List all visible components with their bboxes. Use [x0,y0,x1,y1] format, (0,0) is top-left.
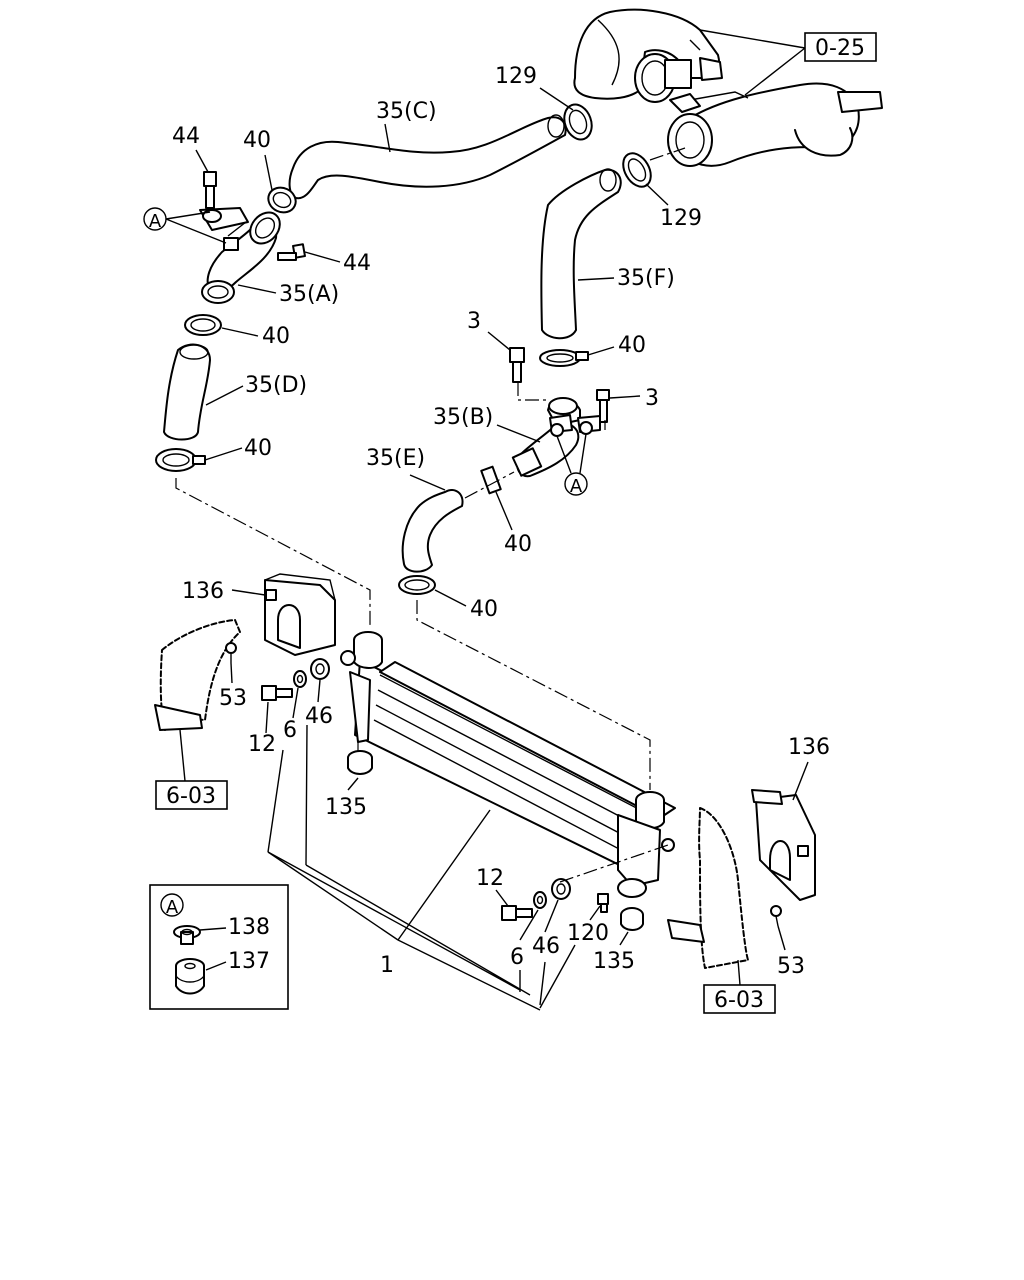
collar-46-left [310,658,330,680]
callout-35c: 35(C) [376,99,437,124]
callout-135-right: 135 [593,949,635,974]
mark-a-left-label: A [149,211,162,232]
hose-35f [540,168,622,340]
callout-40-mid-left: 40 [262,324,290,349]
hose-35d [163,343,211,441]
ref-box-body-left: 6-03 [155,780,228,810]
collar-46-right [551,878,571,900]
mark-a-right: A [564,472,588,497]
callout-6-right: 6 [510,945,524,970]
detail-a-box: A 138 137 [149,884,289,1010]
washer-138 [173,925,201,945]
callout-136-left: 136 [182,579,224,604]
shroud-left [154,619,241,731]
hose-clamp-129-upper [563,103,593,141]
callout-35d: 35(D) [245,373,307,398]
bolt-44-upper [203,171,217,210]
callout-138: 138 [228,915,270,940]
callout-53-right: 53 [777,954,805,979]
ref-box-body-right: 6-03 [703,984,776,1014]
hose-clamp-40-mid-right [539,349,589,367]
callout-6-left: 6 [283,718,297,743]
intake-pipe-upper [667,82,883,167]
callout-3-left: 3 [467,309,481,334]
callout-129-upper: 129 [495,64,537,89]
bolt-120 [597,893,609,913]
callout-44-side: 44 [343,251,371,276]
bracket-136-left [264,573,336,656]
callout-40-lower-right: 40 [470,597,498,622]
callout-46-left: 46 [305,704,333,729]
hose-clamp-40-lower-right [398,575,436,595]
bushing-137 [175,958,205,995]
callout-35e: 35(E) [366,446,425,471]
washer-6-right [533,891,547,909]
callout-12-right: 12 [476,866,504,891]
detail-a-mark: A [166,897,179,918]
hose-35b [511,397,601,478]
callout-12-left: 12 [248,732,276,757]
callout-120: 120 [567,921,609,946]
mount-135-right [620,907,644,931]
clip-53-left [225,642,237,663]
mark-a-right-label: A [570,476,583,497]
callout-35b: 35(B) [433,405,493,430]
callout-40-mid-right: 40 [618,333,646,358]
callout-129-lower: 129 [660,206,702,231]
callout-35f: 35(F) [617,266,675,291]
callout-46-right: 46 [532,934,560,959]
bolt-44-side [277,243,306,261]
bolt-12-left [261,685,293,701]
callout-44-upper: 44 [172,124,200,149]
callout-40-top: 40 [243,128,271,153]
turbo-outlet-pipe [573,8,723,103]
washer-6-left [293,670,307,688]
hose-35c [288,114,567,200]
shroud-right [667,807,749,969]
hose-clamp-40-lower-left [155,448,206,472]
callout-40-lower-left: 40 [244,436,272,461]
callout-35a: 35(A) [279,282,339,307]
mount-135-left [347,750,373,775]
ref-engine-label: 0-25 [815,36,865,61]
hose-clamp-129-lower [622,152,652,188]
intercooler [340,631,676,898]
hose-clamp-40-top [267,186,297,214]
ref-box-engine: 0-25 [804,32,877,62]
callout-135-left: 135 [325,795,367,820]
ref-body-left-label: 6-03 [166,784,216,809]
mark-a-left: A [143,207,167,232]
callout-1: 1 [380,953,394,978]
callout-53-left: 53 [219,686,247,711]
bolt-3-right [596,389,610,423]
hose-clamp-40-mid-left [184,314,222,336]
callout-136-right: 136 [788,735,830,760]
hose-35e [401,488,464,573]
ref-body-right-label: 6-03 [714,988,764,1013]
callout-137: 137 [228,949,270,974]
bolt-12-right [501,905,533,921]
hose-35a [199,207,281,304]
callout-40-center: 40 [504,532,532,557]
callout-3-right: 3 [645,386,659,411]
hose-clamp-40-center [480,465,502,495]
bolt-3-left [509,347,525,383]
bracket-136-right [751,789,816,901]
clip-53-right [770,905,782,927]
